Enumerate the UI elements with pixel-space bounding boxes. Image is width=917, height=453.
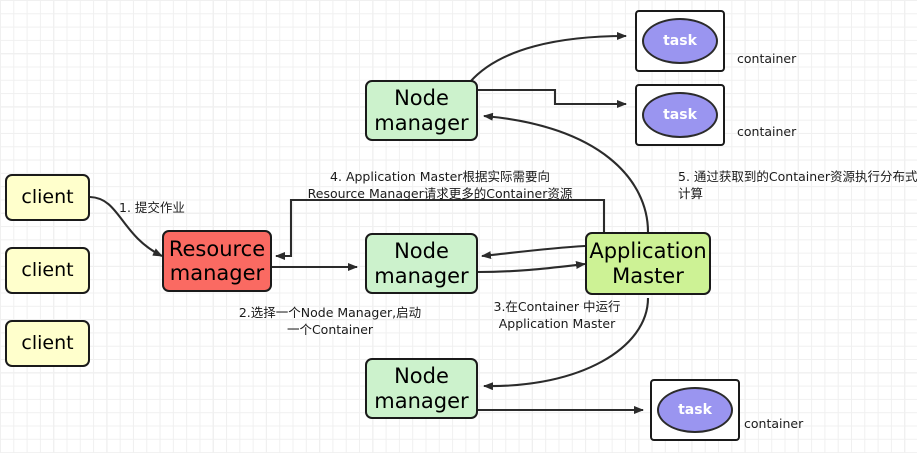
container-text-label-3: container — [744, 399, 803, 432]
edge-label-step-2: 2.选择一个Node Manager,启动 一个Container — [238, 305, 422, 337]
task-ellipse-3[interactable]: task — [657, 387, 733, 433]
task-label-1: task — [663, 33, 697, 49]
task-ellipse-2[interactable]: task — [642, 92, 718, 138]
container-box-3[interactable]: task — [650, 379, 740, 441]
application-master-label: Application Master — [589, 239, 707, 288]
task-ellipse-1[interactable]: task — [642, 18, 718, 64]
edge-label-step-4: 4. Application Master根据实际需要向 Resource Ma… — [307, 169, 573, 201]
node-manager-box-top[interactable]: Node manager — [365, 80, 478, 141]
container-text-label-2: container — [737, 107, 796, 140]
task-label-3: task — [678, 402, 712, 418]
container-text-label-1: container — [737, 34, 796, 67]
client-label-1: client — [21, 186, 74, 209]
node-manager-label-middle: Node manager — [374, 239, 469, 288]
edge-label-step-3: 3.在Container 中运行 Application Master — [493, 299, 621, 331]
node-manager-label-top: Node manager — [374, 86, 469, 135]
client-box-1[interactable]: client — [5, 174, 90, 221]
container-text-1: container — [737, 50, 797, 66]
node-manager-label-bottom: Node manager — [374, 364, 469, 413]
application-master-box[interactable]: Application Master — [585, 232, 711, 295]
client-label-2: client — [21, 259, 74, 282]
container-text-2: container — [737, 123, 797, 139]
client-box-2[interactable]: client — [5, 247, 90, 294]
edge-label-step-1: 1. 提交作业 — [119, 200, 185, 215]
resource-manager-label: Resource manager — [168, 236, 266, 285]
container-text-3: container — [744, 415, 804, 431]
node-manager-box-bottom[interactable]: Node manager — [365, 358, 478, 419]
task-label-2: task — [663, 107, 697, 123]
node-manager-box-middle[interactable]: Node manager — [365, 233, 478, 294]
container-box-2[interactable]: task — [635, 84, 725, 146]
client-box-3[interactable]: client — [5, 320, 90, 367]
client-label-3: client — [21, 332, 74, 355]
edge-label-step-5: 5. 通过获取到的Container资源执行分布式计算 — [678, 169, 917, 201]
container-box-1[interactable]: task — [635, 10, 725, 72]
resource-manager-box[interactable]: Resource manager — [162, 230, 272, 292]
